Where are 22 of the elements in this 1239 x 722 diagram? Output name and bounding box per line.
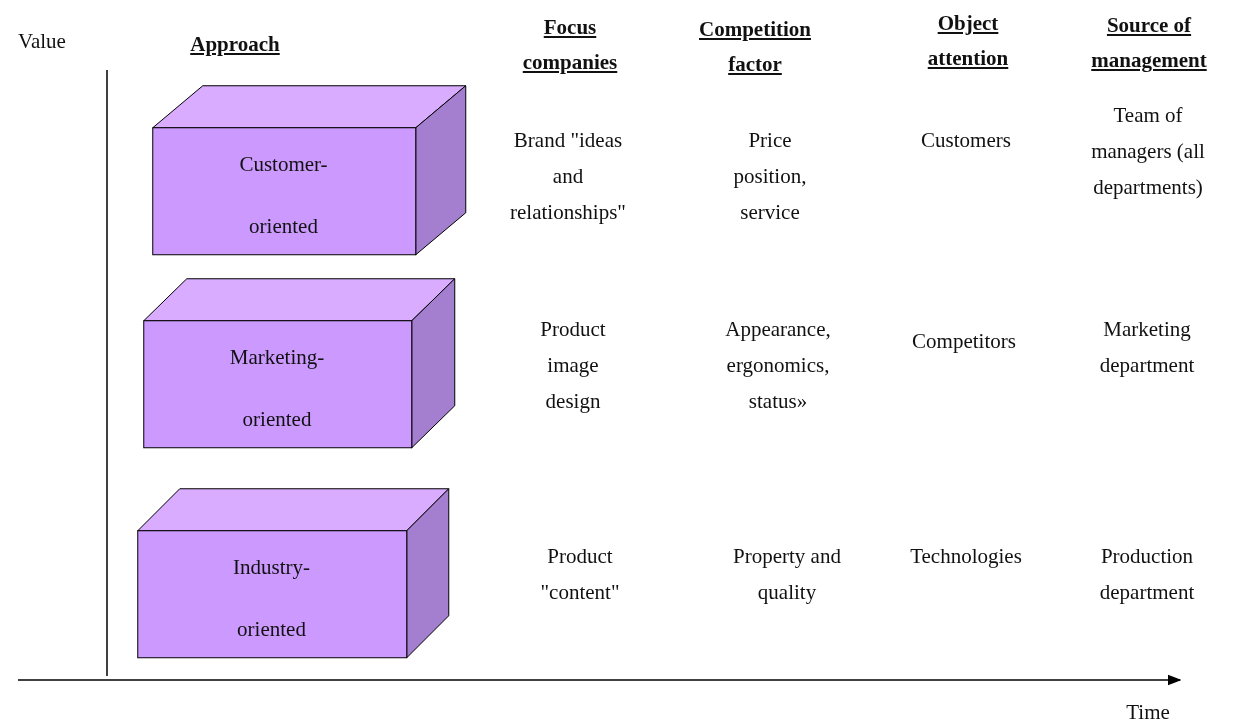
table-cell-text: Product image design <box>539 316 607 415</box>
table-cell-text: Appearance, ergonomics, status» <box>724 316 832 415</box>
cube-label: Customer- oriented <box>238 151 329 240</box>
axis-label: Value <box>17 28 67 55</box>
table-cell-text: Team of managers (all departments) <box>1090 102 1206 201</box>
cube-label: Industry- oriented <box>232 554 311 643</box>
table-cell-text: Marketing department <box>1098 316 1196 379</box>
table-cell-text: Property and quality <box>732 543 842 606</box>
table-cell-text: Technologies <box>909 543 1023 570</box>
column-header: Source of management <box>1090 12 1208 74</box>
table-cell-text: Price position, service <box>732 127 808 226</box>
table-cell-text: Brand "ideas and relationships" <box>509 127 627 226</box>
column-header: Focus companies <box>521 14 619 76</box>
cube-label: Marketing- oriented <box>228 344 326 433</box>
table-cell-text: Production department <box>1098 543 1196 606</box>
table-cell-text: Product "content" <box>539 543 621 606</box>
column-header: Object attention <box>926 10 1010 72</box>
column-header: Approach <box>189 31 281 58</box>
table-cell-text: Competitors <box>911 328 1017 355</box>
column-header: Competition factor <box>698 16 812 78</box>
axis-label: Time <box>1125 699 1171 722</box>
table-cell-text: Customers <box>920 127 1012 154</box>
